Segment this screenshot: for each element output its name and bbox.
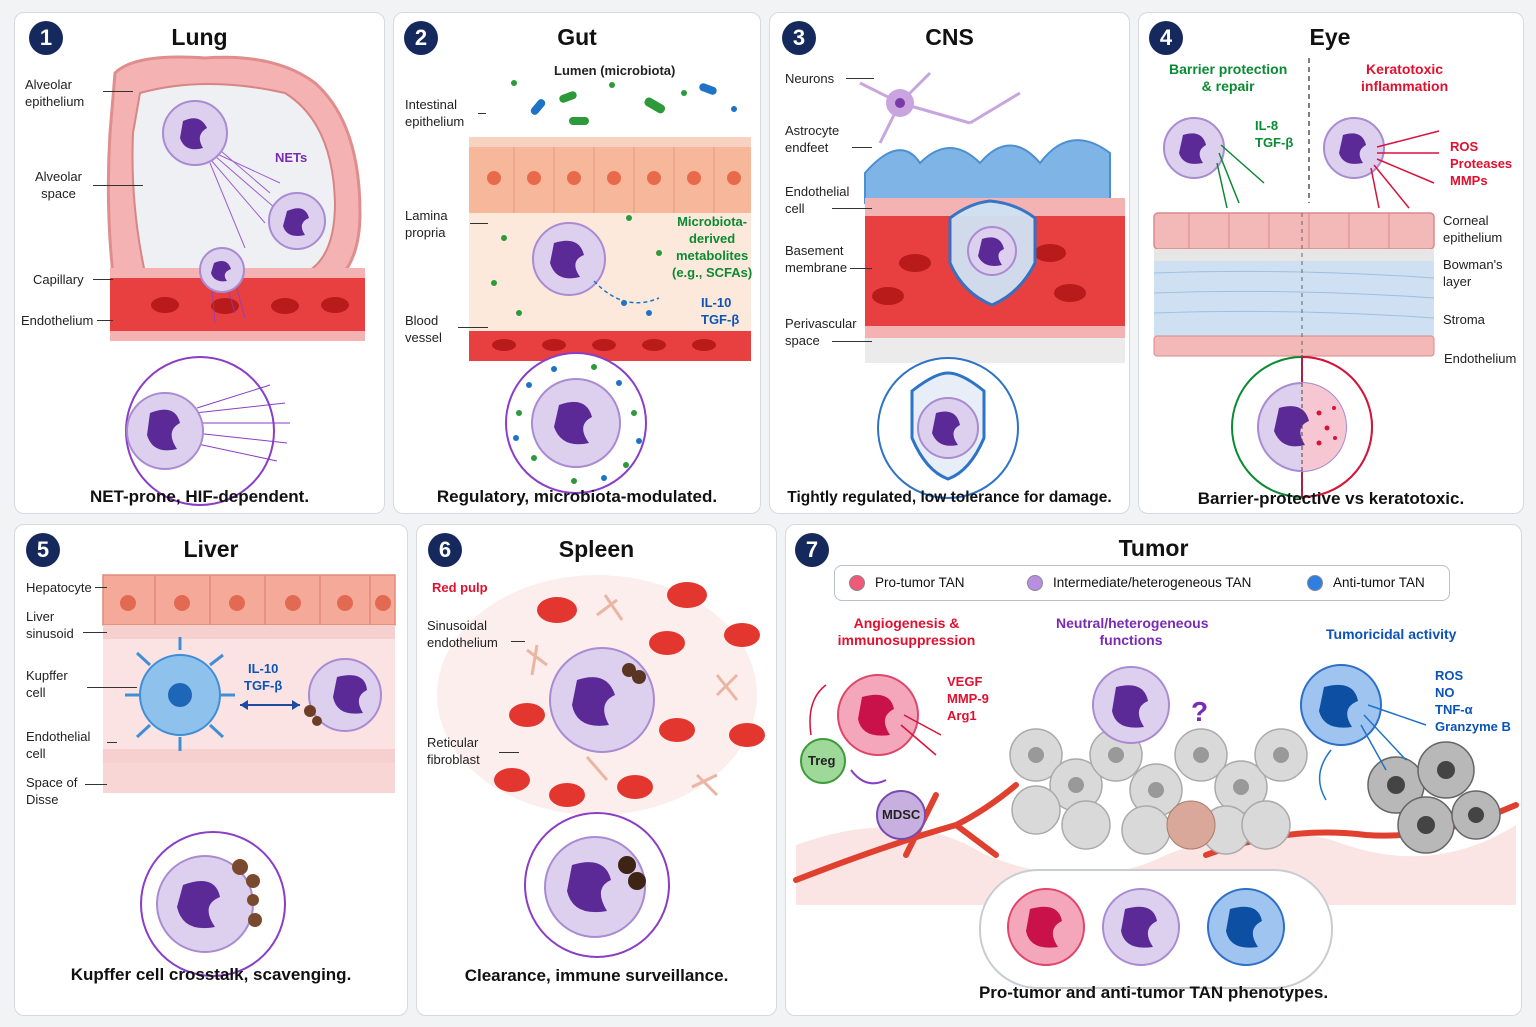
label-lumen: Lumen (microbiota): [554, 63, 676, 78]
legend-item-intermediate: Intermediate/heterogeneous TAN: [1027, 575, 1251, 592]
panel-gut: 2 Gut Lumen (microbiota) Intestinal epit…: [393, 12, 761, 514]
label-neutral: Neutral/heterogeneous functions: [1056, 615, 1209, 648]
tan-legend: Pro-tumor TAN Intermediate/heterogeneous…: [834, 565, 1450, 601]
panel-title: Tumor: [1118, 535, 1189, 561]
liver-illustration: [102, 574, 396, 977]
label-perivascular: Perivascular space: [785, 316, 857, 348]
panel-title: Lung: [171, 24, 228, 50]
label-reticular: Reticular fibroblast: [427, 735, 480, 767]
panel-title: Eye: [1309, 24, 1351, 50]
panel-number-badge: 6: [428, 533, 462, 567]
label-astrocyte: Astrocyte endfeet: [785, 123, 840, 155]
label-eye-endothelium: Endothelium: [1444, 351, 1517, 366]
label-endothelial-cell: Endothelial cell: [785, 184, 850, 216]
label-question: ?: [1191, 696, 1209, 727]
label-capillary: Capillary: [33, 272, 84, 287]
panel-caption: Barrier-protective vs keratotoxic.: [1197, 489, 1465, 508]
label-tumor-ros: ROS NO TNF-α Granzyme B: [1435, 668, 1511, 734]
label-blood-vessel: Blood vessel: [405, 313, 442, 345]
label-vegf: VEGF MMP-9 Arg1: [947, 674, 989, 723]
label-liver-endothelial: Endothelial cell: [26, 729, 91, 761]
panel-number-badge: 3: [782, 21, 816, 55]
label-barrier: Barrier protection & repair: [1169, 61, 1288, 94]
label-alveolar-epithelium: Alveolar epithelium: [25, 77, 85, 109]
label-eye-il8: IL-8 TGF-β: [1255, 118, 1294, 150]
panel-liver: 5 Liver Hepatocyte Liver sinusoid Kupffe…: [14, 524, 408, 1016]
legend-item-pro-tumor: Pro-tumor TAN: [849, 575, 965, 592]
panel-number-badge: 2: [404, 21, 438, 55]
label-red-pulp: Red pulp: [432, 580, 488, 595]
label-mdsc: MDSC: [882, 807, 921, 822]
label-bowman: Bowman's layer: [1443, 257, 1503, 289]
label-angiogenesis: Angiogenesis & immunosuppression: [837, 615, 976, 648]
panel-number-badge: 5: [26, 533, 60, 567]
panel-lung: 1 Lung Alveolar epithelium Alveolar spac…: [14, 12, 385, 514]
lung-illustration: [106, 55, 365, 506]
eye-illustration: [1153, 58, 1440, 499]
cns-illustration: [859, 71, 1125, 499]
label-tumoricidal: Tumoricidal activity: [1326, 626, 1457, 642]
tumor-illustration: [793, 664, 1519, 989]
panel-caption: NET-prone, HIF-dependent.: [89, 487, 310, 506]
panel-cns: 3 CNS Neurons Astrocyte endfeet Endothel…: [769, 12, 1130, 514]
panel-number-badge: 7: [795, 533, 829, 567]
label-treg: Treg: [808, 753, 836, 768]
panel-caption: Pro-tumor and anti-tumor TAN phenotypes.: [978, 983, 1329, 1002]
spleen-illustration: [437, 575, 765, 958]
panel-spleen: 6 Spleen Red pulp Sinusoidal endothelium…: [416, 524, 777, 1016]
panel-number-badge: 4: [1149, 21, 1183, 55]
panel-caption: Clearance, immune surveillance.: [464, 966, 729, 985]
label-hepatocyte: Hepatocyte: [26, 580, 92, 595]
label-intestinal-epithelium: Intestinal epithelium: [405, 97, 465, 129]
label-sinusoid: Liver sinusoid: [26, 609, 74, 641]
label-nets: NETs: [275, 150, 308, 165]
panel-eye: 4 Eye Barrier protection & repair Kerato…: [1138, 12, 1524, 514]
label-alveolar-space: Alveolar space: [35, 169, 82, 201]
label-liver-cytokines: IL-10 TGF-β: [244, 661, 283, 693]
panel-title: Gut: [557, 24, 597, 50]
panel-tumor: 7 Tumor Pro-tumor TAN Intermediate/heter…: [785, 524, 1522, 1016]
gut-illustration: [469, 80, 751, 494]
label-basement: Basement membrane: [785, 243, 848, 275]
panel-number-badge: 1: [29, 21, 63, 55]
label-metabolites: Microbiota- derived metabolites (e.g., S…: [672, 214, 753, 280]
legend-item-anti-tumor: Anti-tumor TAN: [1307, 575, 1425, 592]
panel-title: Liver: [183, 536, 239, 562]
panel-title: Spleen: [558, 536, 635, 562]
label-sinusoidal: Sinusoidal endothelium: [427, 618, 498, 650]
label-ros: ROS Proteases MMPs: [1450, 139, 1513, 188]
label-keratotoxic: Keratotoxic inflammation: [1361, 61, 1449, 94]
label-endothelium: Endothelium: [21, 313, 94, 328]
label-gut-cytokines: IL-10 TGF-β: [701, 295, 740, 327]
label-corneal: Corneal epithelium: [1443, 213, 1503, 245]
label-lamina-propria: Lamina propria: [405, 208, 448, 240]
label-stroma: Stroma: [1443, 312, 1485, 327]
label-disse: Space of Disse: [26, 775, 78, 807]
panel-caption: Regulatory, microbiota-modulated.: [436, 487, 718, 506]
panel-caption: Kupffer cell crosstalk, scavenging.: [70, 965, 352, 984]
panel-caption: Tightly regulated, low tolerance for dam…: [787, 489, 1112, 506]
panel-title: CNS: [925, 24, 974, 50]
label-kupffer: Kupffer cell: [26, 668, 68, 700]
label-neurons: Neurons: [785, 71, 835, 86]
